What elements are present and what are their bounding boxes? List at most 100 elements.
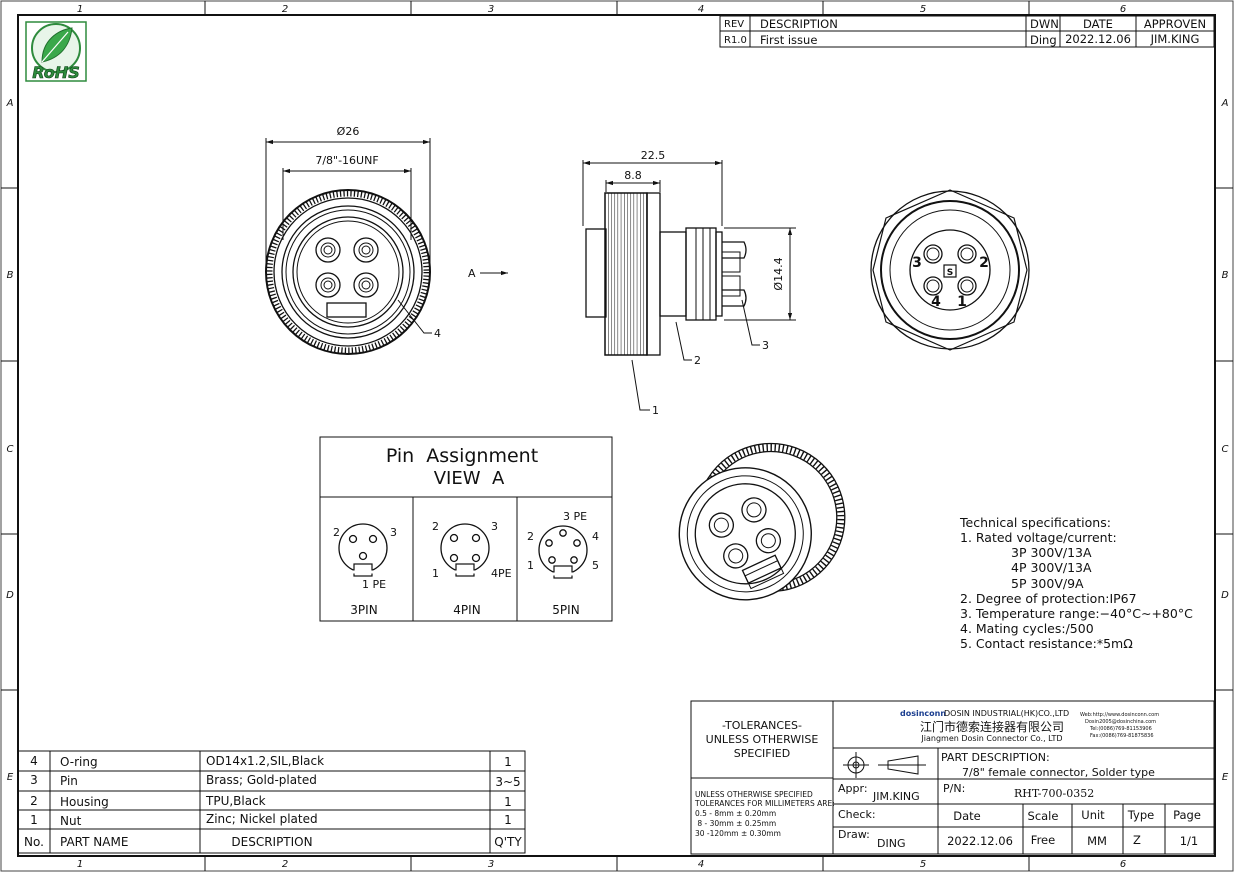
bom-cell: 1 (504, 755, 512, 769)
pin3-name: 3PIN (350, 603, 377, 617)
tech-spec-line: 1. Rated voltage/current: (960, 530, 1117, 545)
bom-cell: O-ring (60, 755, 98, 769)
zone-labels: 1 2 3 4 5 6 1 2 3 4 5 6 A B C D E A B C … (6, 4, 1230, 870)
tech-spec-line: 5P 300V/9A (1011, 576, 1084, 591)
pin-assignment-table: Pin Assignment VIEW A 2 3 1 PE 3PIN 2 3 (319, 436, 613, 622)
contact-line: Fax:(0086)769-81875836 (1090, 733, 1154, 739)
front-view: Ø26 7/8"-16UNF 4 (265, 125, 441, 355)
col-label: 3 (488, 859, 494, 870)
tech-specs-title: Technical specifications: (959, 515, 1111, 530)
check-label: Check: (838, 808, 876, 821)
bom-cell: OD14x1.2,SIL,Black (206, 754, 324, 768)
col-label: 2 (282, 4, 288, 15)
rev-header: DESCRIPTION (760, 17, 838, 31)
bom-cell: 2 (30, 794, 38, 808)
rev-header: DWN (1030, 17, 1059, 31)
side-view: 22.5 8.8 Ø14.4 1 2 3 (582, 149, 796, 417)
brand-logo: dosinconn (900, 709, 946, 718)
row-label: A (1221, 98, 1229, 109)
tech-specs: Technical specifications: 1. Rated volta… (959, 515, 1193, 651)
row-label: B (1222, 270, 1229, 281)
col-label: 4 (698, 859, 704, 870)
pin3-label-1: 1 PE (362, 578, 386, 591)
rev-cell: JIM.KING (1150, 32, 1200, 46)
pn-label: P/N: (943, 782, 965, 795)
col-label: 1 (77, 859, 83, 870)
pin-diagram-3pin: 2 3 1 PE 3PIN (333, 523, 397, 617)
tb-header: Page (1173, 808, 1201, 822)
pin4-label-3: 3 (491, 520, 498, 533)
bom-cell: Zinc; Nickel plated (206, 812, 318, 826)
rear-view: S 3 2 4 1 (870, 189, 1030, 351)
bom-cell: 3~5 (495, 775, 520, 789)
rohs-logo: RoHS (25, 21, 87, 82)
isometric-view (678, 442, 846, 601)
pin4-label-4: 4PE (491, 567, 512, 580)
contact-line: Dosin2005@dosinchina.com (1085, 719, 1156, 725)
rev-cell: First issue (760, 33, 817, 47)
pin-diagram-5pin: 3 PE 2 4 1 5 5PIN (527, 510, 599, 617)
tech-spec-line: 3P 300V/13A (1011, 545, 1092, 560)
draw-value: DING (877, 837, 905, 850)
tolerances-line: SPECIFIED (734, 747, 790, 760)
revision-table: REV DESCRIPTION DWN DATE APPROVEN R1.0 F… (719, 15, 1215, 48)
dim-nut-length: 8.8 (624, 169, 642, 182)
pin5-label-5: 5 (592, 559, 599, 572)
part-number: RHT-700-0352 (1014, 787, 1094, 800)
rev-cell: 2022.12.06 (1065, 32, 1131, 46)
tech-spec-line: 2. Degree of protection:IP67 (960, 591, 1137, 606)
appr-label: Appr: (838, 782, 868, 795)
rohs-label: RoHS (32, 63, 79, 82)
col-label: 5 (920, 859, 926, 870)
row-label: A (6, 98, 14, 109)
row-label: C (1222, 444, 1229, 455)
tb-header: Unit (1081, 808, 1105, 822)
rev-header: DATE (1083, 17, 1113, 31)
bom-cell: 1 (30, 813, 38, 827)
tech-spec-line: 4P 300V/13A (1011, 560, 1092, 575)
part-desc-label: PART DESCRIPTION: (941, 751, 1050, 764)
bom-table: 4 O-ring OD14x1.2,SIL,Black 1 3 Pin Bras… (17, 750, 526, 854)
svg-text:S: S (947, 268, 953, 278)
tolerances-line: -TOLERANCES- (722, 719, 802, 732)
contact-line: Web:http://www.dosinconn.com (1080, 712, 1159, 718)
bom-cell: Nut (60, 814, 82, 828)
tech-spec-line: 4. Mating cycles:/500 (960, 621, 1094, 636)
row-label: D (6, 590, 14, 601)
tol-small-line: 0.5 - 8mm ± 0.20mm (695, 809, 776, 818)
row-label: B (7, 270, 14, 281)
row-label: C (7, 444, 14, 455)
tb-value: 2022.12.06 (947, 834, 1013, 848)
tb-value: Z (1133, 833, 1141, 847)
bom-cell: 4 (30, 754, 38, 768)
rev-cell: R1.0 (724, 35, 747, 46)
rev-header: APPROVEN (1144, 17, 1206, 31)
dim-body-diameter: Ø14.4 (772, 257, 785, 290)
rear-pin-1: 1 (957, 294, 967, 310)
bom-cell: TPU,Black (205, 794, 266, 808)
callout-1: 1 (652, 404, 659, 417)
tb-value: MM (1087, 834, 1107, 848)
rear-center-mark (943, 264, 957, 278)
bom-header: No. (24, 835, 44, 849)
col-label: 6 (1120, 859, 1126, 870)
bom-cell: 3 (30, 773, 38, 787)
col-label: 2 (282, 859, 288, 870)
dim-thread: 7/8"-16UNF (315, 154, 378, 167)
tb-header: Type (1127, 808, 1154, 822)
bom-cell: 1 (504, 813, 512, 827)
tolerances-block: -TOLERANCES- UNLESS OTHERWISE SPECIFIED (706, 719, 819, 760)
company-cn: 江门市德索连接器有限公司 (920, 719, 1064, 734)
front-key (326, 302, 367, 318)
tb-value: Free (1031, 833, 1055, 847)
view-arrow: A (468, 267, 508, 280)
projection-symbol-icon (843, 752, 926, 778)
col-label: 5 (920, 4, 926, 15)
dim-total-length: 22.5 (641, 149, 666, 162)
pin4-label-1: 1 (432, 567, 439, 580)
contact-line: Tel:(0086)769-81153906 (1089, 726, 1152, 732)
pin3-label-3: 3 (390, 526, 397, 539)
pin-assignment-subtitle: VIEW A (434, 468, 505, 489)
